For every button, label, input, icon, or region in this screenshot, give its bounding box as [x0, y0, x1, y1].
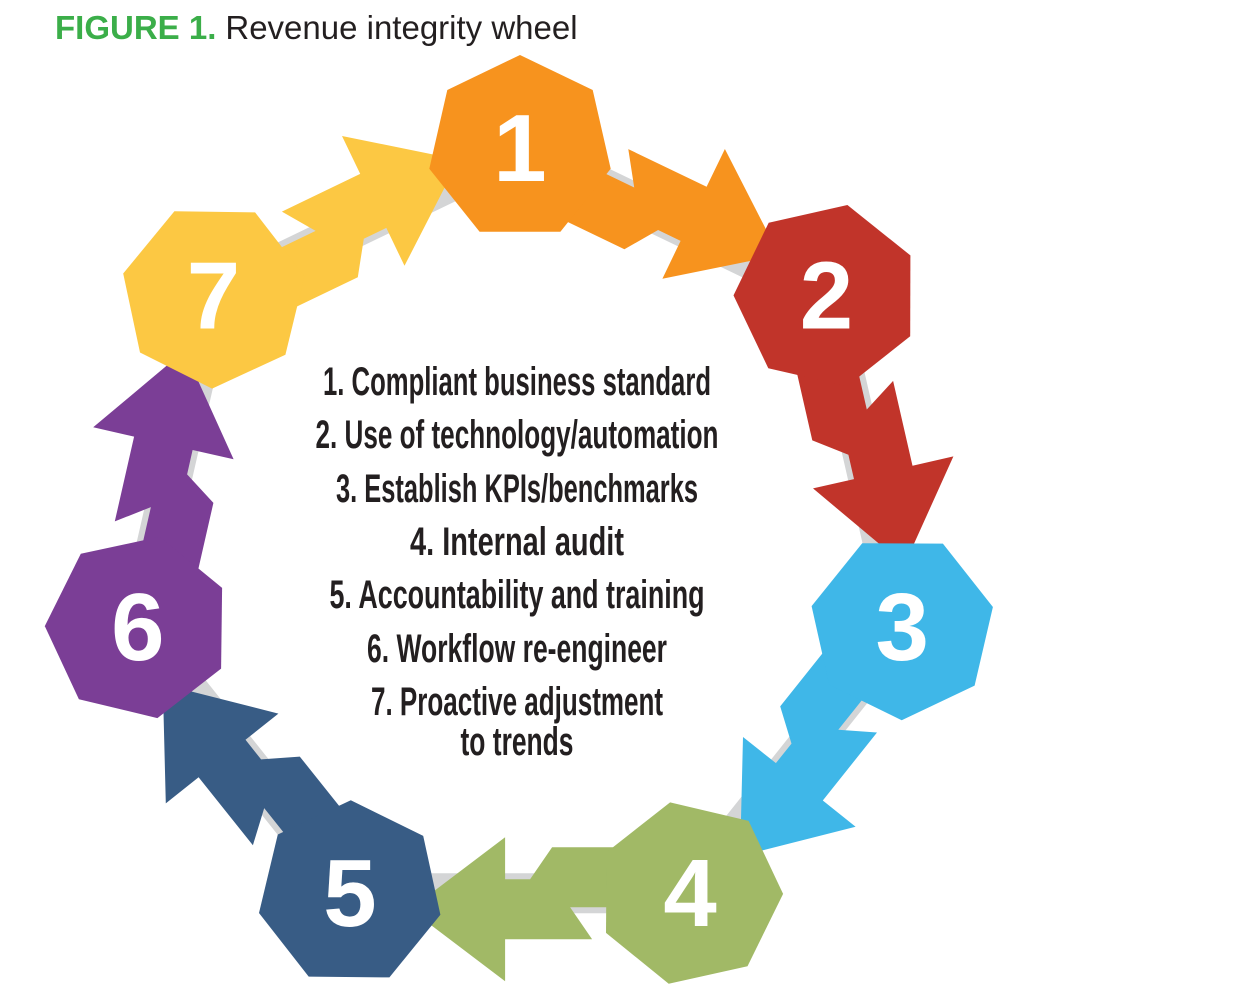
wheel-node-number-5: 5	[323, 840, 376, 947]
wheel-node-layer: 1 2 3 4 5 6 7	[44, 55, 993, 984]
wheel-node-5	[259, 800, 441, 978]
wheel-node-1	[429, 55, 611, 232]
figure-caption: FIGURE 1.Revenue integrity wheel	[55, 8, 578, 48]
wheel-node-7	[123, 211, 305, 389]
wheel-node-3	[811, 543, 993, 721]
wheel-node-number-6: 6	[111, 574, 164, 681]
figure-label: FIGURE 1.	[55, 9, 217, 46]
center-list-line-4: 4. Internal audit	[410, 520, 624, 564]
center-list-line-6: 6. Workflow re-engineer	[367, 627, 667, 671]
wheel-arrow-6-to-7	[93, 350, 234, 638]
center-list-line-5: 5. Accountability and training	[330, 573, 705, 617]
wheel-node-number-2: 2	[800, 243, 853, 350]
wheel-node-2	[733, 205, 911, 387]
wheel-node-number-1: 1	[493, 95, 546, 202]
wheel-node-number-7: 7	[187, 243, 240, 350]
wheel-node-number-3: 3	[876, 574, 929, 681]
wheel-node-6	[44, 536, 223, 719]
center-list-line-7: 7. Proactive adjustment	[371, 680, 663, 724]
wheel-center-list: 1. Compliant business standard 2. Use of …	[316, 360, 719, 764]
center-list-line-8: to trends	[461, 720, 574, 764]
figure-title: Revenue integrity wheel	[225, 9, 578, 46]
center-list-line-3: 3. Establish KPIs/benchmarks	[336, 467, 698, 511]
center-list-line-2: 2. Use of technology/automation	[316, 413, 719, 457]
wheel-node-4	[606, 802, 784, 984]
center-list-line-1: 1. Compliant business standard	[323, 360, 711, 404]
wheel-node-number-4: 4	[663, 840, 716, 947]
